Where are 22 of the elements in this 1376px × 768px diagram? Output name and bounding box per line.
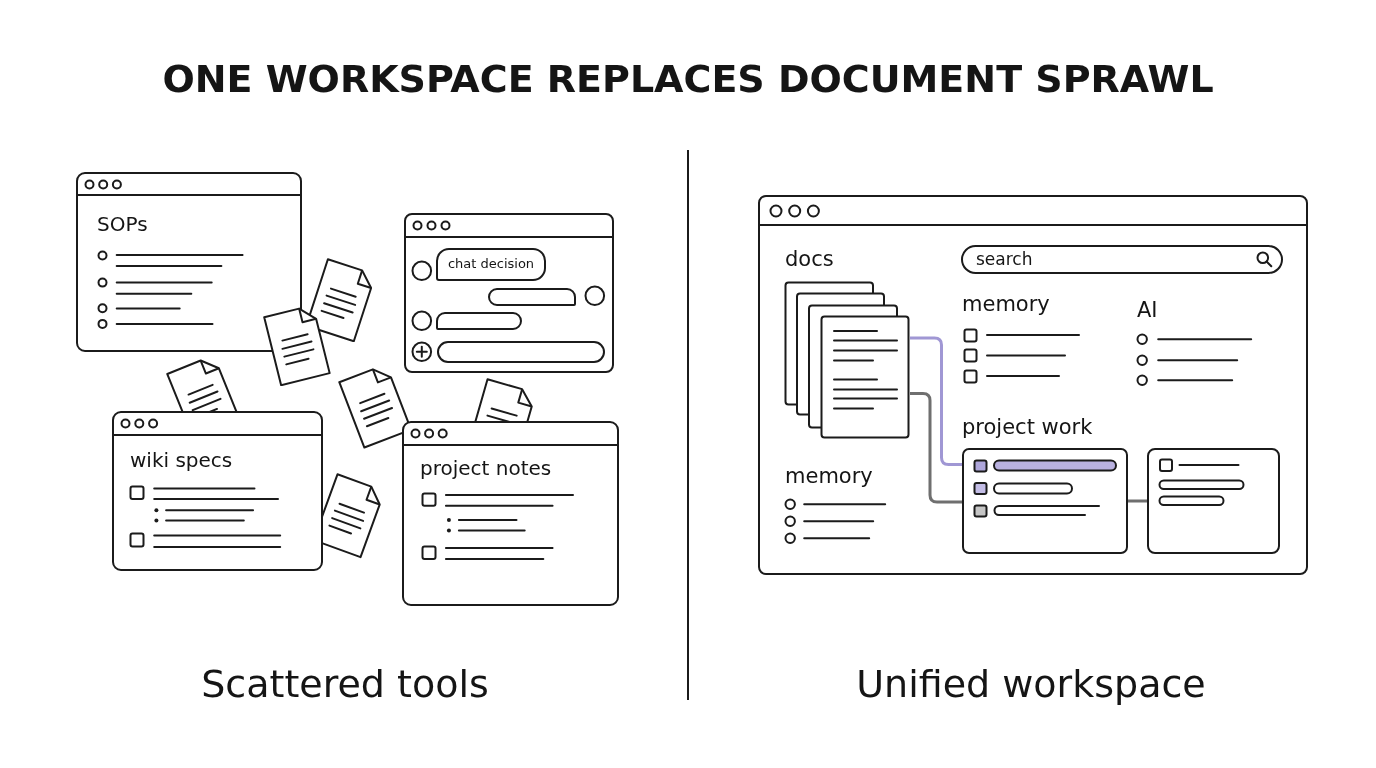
app-window [76,172,302,352]
section-heading: docs [785,249,834,270]
chat-bubble [488,288,577,306]
connector-line [1128,499,1147,503]
task-card [1147,448,1280,554]
window-heading: SOPs [97,214,148,234]
search-field [961,245,1283,274]
placeholder-text: search [976,251,1033,268]
app-window [758,195,1308,575]
chat-bubble [436,312,522,330]
section-heading: memory [962,294,1050,315]
app-window [404,213,614,373]
page-title: ONE WORKSPACE REPLACES DOCUMENT SPRAWL [162,60,1214,98]
chat-bubble: chat decision [436,248,546,281]
section-heading: memory [785,466,873,487]
window-heading: project notes [420,458,552,478]
window-heading: wiki specs [130,450,233,470]
section-heading: project work [962,417,1093,438]
panel-caption: Scattered tools [201,665,489,703]
app-window [402,421,619,606]
panel-caption: Unified workspace [856,665,1206,703]
section-heading: AI [1137,300,1158,321]
